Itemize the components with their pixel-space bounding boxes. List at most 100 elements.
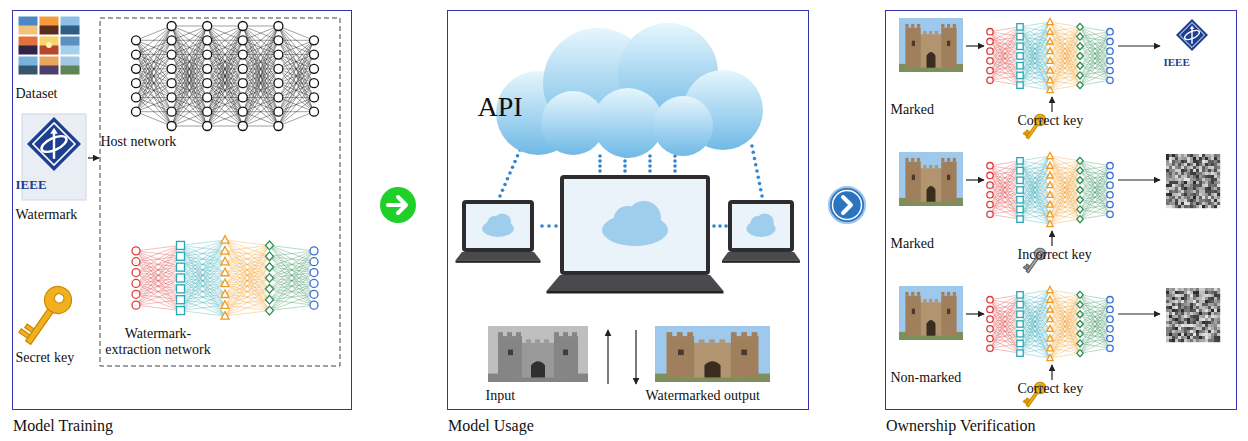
- network-neuron: [1107, 29, 1113, 35]
- network-neuron: [1047, 18, 1053, 24]
- network-link: [207, 26, 243, 112]
- castle-battlement: [687, 332, 693, 336]
- noise-pixel: [1175, 330, 1178, 333]
- network-neuron: [987, 211, 993, 217]
- noise-pixel: [1172, 315, 1175, 318]
- castle-battlement: [947, 24, 950, 28]
- noise-pixel: [1193, 300, 1196, 303]
- noise-pixel: [1166, 154, 1169, 157]
- network-link: [172, 40, 208, 126]
- noise-pixel: [1169, 336, 1172, 339]
- noise-pixel: [1202, 330, 1205, 333]
- castle-door: [704, 361, 720, 377]
- network-link: [243, 69, 279, 126]
- noise-pixel: [1172, 169, 1175, 172]
- noise-pixel: [1199, 309, 1202, 312]
- noise-pixel: [1205, 330, 1208, 333]
- network-link: [172, 26, 208, 69]
- network-neuron: [221, 312, 229, 320]
- noise-pixel: [1217, 169, 1220, 172]
- castle-window: [912, 175, 915, 180]
- noise-pixel: [1187, 336, 1190, 339]
- noise-pixel: [1178, 184, 1181, 187]
- key-hole: [53, 292, 66, 305]
- network-link: [172, 55, 208, 126]
- network-neuron: [1047, 335, 1053, 341]
- noise-pixel: [1211, 205, 1214, 208]
- network-link: [1020, 22, 1050, 75]
- noise-pixel: [1187, 196, 1190, 199]
- network-neuron: [167, 122, 176, 131]
- noise-pixel: [1196, 172, 1199, 175]
- network-link: [225, 311, 270, 316]
- noise-pixel: [1202, 190, 1205, 193]
- network-link: [1050, 46, 1080, 90]
- noise-pixel: [1187, 333, 1190, 336]
- photo-frame: [18, 16, 38, 35]
- noise-pixel: [1202, 154, 1205, 157]
- noise-pixel: [1181, 297, 1184, 300]
- photo-frame: [39, 36, 59, 55]
- noise-pixel: [1169, 315, 1172, 318]
- network-link: [1080, 348, 1110, 353]
- noise-pixel: [1169, 312, 1172, 315]
- logo-diamond: [27, 117, 81, 171]
- noise-pixel: [1199, 288, 1202, 291]
- castle-battlement: [667, 332, 673, 336]
- network-link: [207, 26, 243, 27]
- network-link: [1080, 32, 1110, 56]
- noise-pixel: [1202, 199, 1205, 202]
- noise-pixel: [1187, 294, 1190, 297]
- noise-pixel: [1190, 193, 1193, 196]
- network-neuron: [1107, 58, 1113, 64]
- noise-pixel: [1199, 193, 1202, 196]
- noise-pixel: [1169, 318, 1172, 321]
- noise-pixel: [1196, 294, 1199, 297]
- network-link: [1020, 205, 1050, 220]
- network-link: [181, 278, 226, 316]
- noise-pixel: [1187, 199, 1190, 202]
- network-link: [990, 314, 1020, 348]
- network-link: [1020, 156, 1050, 209]
- logo-arrow-head: [50, 128, 58, 134]
- noise-pixel: [1169, 160, 1172, 163]
- noise-pixel: [1202, 297, 1205, 300]
- noise-pixel: [1184, 303, 1187, 306]
- noise-pixel: [1208, 193, 1211, 196]
- noise-pixel: [1190, 324, 1193, 327]
- noise-pixel: [1205, 324, 1208, 327]
- noise-pixel: [1199, 163, 1202, 166]
- network-link: [136, 251, 181, 311]
- noise-pixel: [1172, 190, 1175, 193]
- network-neuron: [274, 93, 283, 102]
- noise-pixel: [1175, 306, 1178, 309]
- network-link: [207, 26, 243, 69]
- network-link: [207, 26, 243, 126]
- noise-pixel: [1187, 303, 1190, 306]
- noise-pixel: [1178, 336, 1181, 339]
- ieee-logo: [27, 117, 81, 171]
- noise-pixel: [1208, 157, 1211, 160]
- network-link: [278, 97, 314, 126]
- network-link: [225, 245, 270, 316]
- network-link: [1050, 156, 1080, 219]
- noise-pixel: [1175, 187, 1178, 190]
- castle-window: [912, 309, 915, 314]
- network-link: [243, 26, 279, 97]
- noise-pixel: [1214, 175, 1217, 178]
- network-link: [1020, 161, 1050, 224]
- noise-pixel: [1172, 300, 1175, 303]
- noise-pixel: [1187, 312, 1190, 315]
- noise-pixel: [1184, 330, 1187, 333]
- network-link: [1050, 295, 1080, 319]
- network-neuron: [1017, 350, 1023, 356]
- network-link: [243, 55, 279, 126]
- noise-pixel: [1208, 184, 1211, 187]
- noise-pixel: [1187, 202, 1190, 205]
- logo-arrow: [53, 132, 55, 159]
- network-neuron: [274, 64, 283, 73]
- network-link: [990, 51, 1020, 85]
- noise-pixel: [1187, 315, 1190, 318]
- noise-pixel: [1196, 330, 1199, 333]
- castle-battlement: [563, 332, 568, 336]
